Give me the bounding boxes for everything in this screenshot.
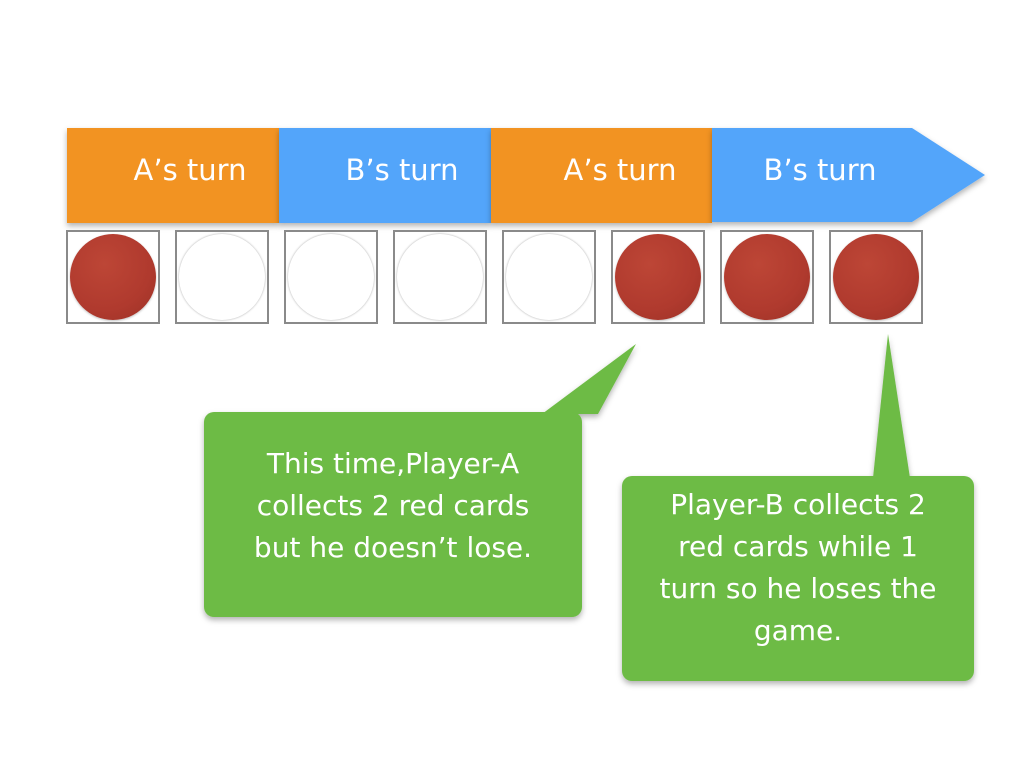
turn-label-3: A’s turn: [563, 153, 677, 187]
red-card-disc: [615, 234, 701, 320]
card-cell-7: [720, 230, 814, 324]
turn-segment-4-arrow: [712, 128, 985, 222]
red-card-disc: [70, 234, 156, 320]
card-cell-6: [611, 230, 705, 324]
callout-a-line-1: This time,Player-A: [266, 447, 520, 480]
callout-b-line-3: turn so he loses the: [659, 572, 937, 605]
white-card-disc: [179, 234, 265, 320]
callout-b-line-1: Player-B collects 2: [670, 488, 926, 521]
callout-b-line-4: game.: [753, 614, 843, 647]
card-cell-2: [175, 230, 269, 324]
turn-label-1: A’s turn: [133, 153, 247, 187]
turn-label-2: B’s turn: [345, 153, 459, 187]
card-cell-1: [66, 230, 160, 324]
callout-a-line-2: collects 2 red cards: [256, 489, 530, 522]
callout-player-b-text: Player-B collects 2 red cards while 1 tu…: [622, 484, 974, 652]
red-card-disc: [833, 234, 919, 320]
callout-player-a-text: This time,Player-A collects 2 red cards …: [204, 443, 582, 569]
white-card-disc: [506, 234, 592, 320]
white-card-disc: [397, 234, 483, 320]
turn-label-4: B’s turn: [763, 153, 877, 187]
card-cell-5: [502, 230, 596, 324]
callout-b-line-2: red cards while 1: [678, 530, 918, 563]
white-card-disc: [288, 234, 374, 320]
card-cell-3: [284, 230, 378, 324]
callout-a-line-3: but he doesn’t lose.: [253, 531, 533, 564]
card-cell-8: [829, 230, 923, 324]
turn-segment-2: [279, 128, 491, 223]
turn-segment-3: [491, 128, 712, 223]
red-card-disc: [724, 234, 810, 320]
callout-player-a-shape: [204, 344, 636, 617]
callout-player-b-shape: [622, 334, 974, 681]
card-cell-4: [393, 230, 487, 324]
turn-segment-1: [67, 128, 279, 223]
